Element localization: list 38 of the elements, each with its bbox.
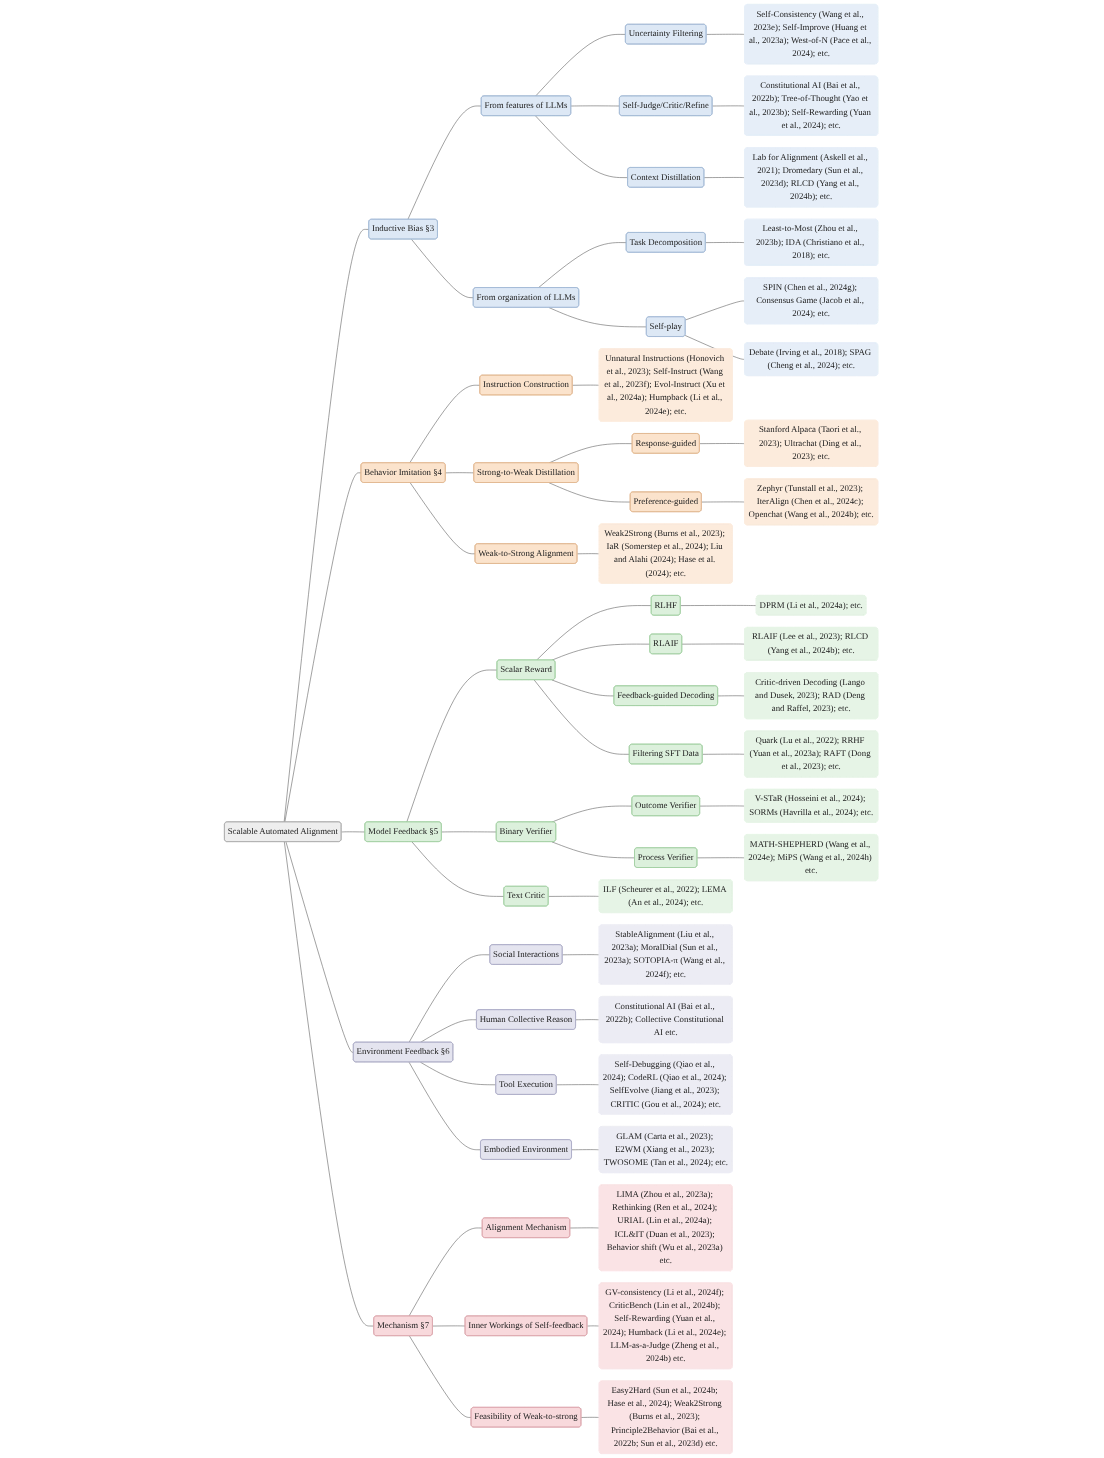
- connector: [549, 895, 601, 897]
- connector: [408, 105, 483, 220]
- connector: [412, 841, 506, 897]
- connector: [686, 300, 746, 321]
- connector: [285, 472, 363, 823]
- connector: [552, 805, 634, 823]
- connector: [549, 443, 634, 464]
- connector: [700, 443, 746, 444]
- connector: [552, 643, 652, 661]
- connector: [407, 669, 499, 823]
- connector: [410, 384, 482, 464]
- connector: [284, 841, 376, 1327]
- connector: [410, 1335, 473, 1418]
- connector: [704, 177, 746, 178]
- connector: [536, 34, 627, 97]
- connector: [549, 482, 632, 503]
- connector: [536, 115, 629, 178]
- connector: [537, 605, 653, 661]
- connector: [538, 242, 628, 289]
- connector: [421, 1019, 478, 1043]
- connector: [681, 605, 758, 606]
- connector: [409, 1061, 482, 1151]
- connector: [534, 679, 631, 755]
- connector: [563, 954, 601, 956]
- connector: [412, 239, 475, 298]
- connector: [409, 954, 492, 1043]
- connector: [572, 1149, 601, 1151]
- connector: [410, 482, 477, 555]
- connector: [707, 33, 746, 35]
- connector: [552, 679, 616, 697]
- connector: [552, 841, 636, 859]
- connector: [409, 1227, 484, 1317]
- connector: [549, 307, 648, 328]
- connector: [286, 841, 355, 1053]
- connector: [284, 229, 371, 823]
- connector: [706, 242, 746, 243]
- connector: [421, 1061, 498, 1086]
- connector: [557, 1084, 601, 1086]
